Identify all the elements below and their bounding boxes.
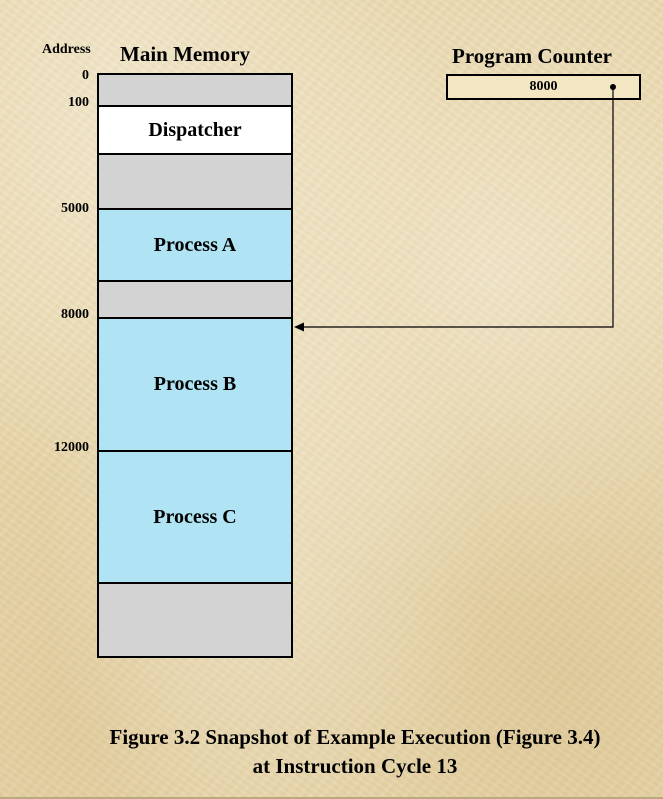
memory-segment-process-b: Process B: [99, 317, 291, 450]
dispatcher-label: Dispatcher: [148, 118, 242, 141]
figure-caption: Figure 3.2 Snapshot of Example Execution…: [30, 723, 663, 781]
caption-line-1: Figure 3.2 Snapshot of Example Execution…: [109, 725, 601, 749]
caption-line-2: at Instruction Cycle 13: [252, 754, 458, 778]
program-counter-value: 8000: [529, 79, 558, 94]
address-label-8000: 8000: [61, 307, 89, 322]
main-memory-column: Dispatcher Process A Process B Process C: [97, 73, 293, 658]
address-column-header: Address: [42, 42, 91, 57]
memory-segment-gap-2: [99, 280, 291, 317]
main-memory-title: Main Memory: [120, 42, 251, 66]
pointer-arrowhead: [294, 322, 304, 332]
memory-segment-free-bottom: [99, 582, 291, 656]
process-b-label: Process B: [153, 373, 237, 395]
address-label-5000: 5000: [61, 201, 89, 216]
process-a-label: Process A: [153, 233, 237, 256]
address-label-100: 100: [68, 95, 89, 110]
memory-segment-process-c: Process C: [99, 450, 291, 582]
address-label-12000: 12000: [54, 440, 89, 455]
process-c-label: Process C: [153, 505, 237, 528]
pointer-line: [303, 87, 614, 328]
memory-segment-reserved-top: [99, 75, 291, 105]
program-counter-box: 8000: [446, 74, 641, 100]
address-label-0: 0: [82, 68, 89, 83]
program-counter-title: Program Counter: [452, 44, 612, 68]
memory-segment-gap-1: [99, 153, 291, 208]
memory-segment-process-a: Process A: [99, 208, 291, 280]
memory-segment-dispatcher: Dispatcher: [99, 105, 291, 153]
